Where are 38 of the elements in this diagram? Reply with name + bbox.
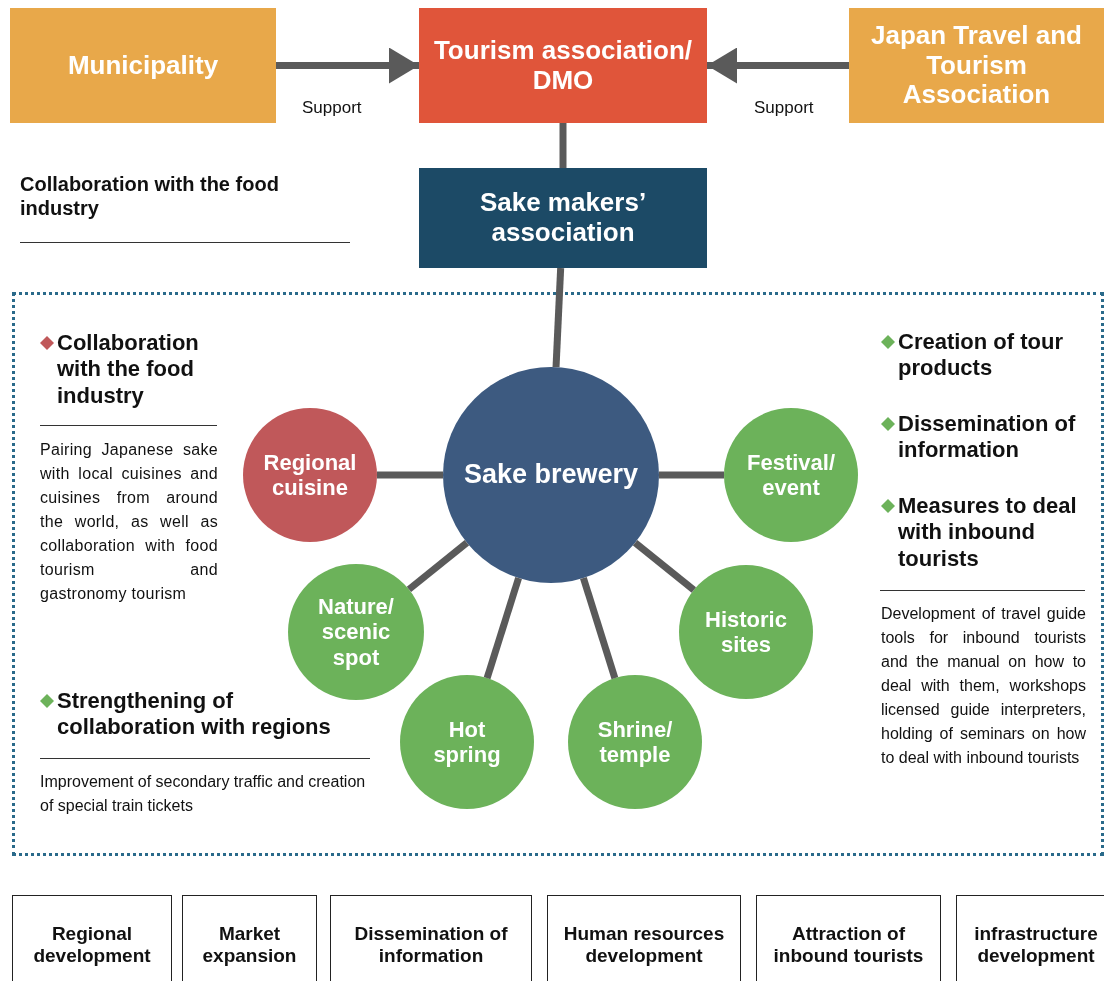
description-text: Development of travel guide tools for inbound tourists and the manual on how to deal with them, workshops licensed guide interpreters, holding of seminars on how to deal with inbound tourists: [881, 604, 1086, 768]
edge-label: Support: [300, 98, 364, 118]
connector-line: [483, 576, 522, 680]
topic-circle: Nature/ scenic spot: [288, 564, 424, 700]
connector-line: [377, 471, 443, 479]
entity-box: Tourism association/ DMO: [419, 8, 707, 123]
entity-box: Sake makers’ association: [419, 168, 707, 268]
connector-line: [559, 123, 567, 168]
category-box: Regional development: [12, 895, 172, 981]
connector-line: [632, 540, 696, 593]
description-text: Improvement of secondary traffic and creation of special train tickets: [40, 772, 367, 816]
entity-box: Municipality: [10, 8, 276, 123]
connector-line: [406, 540, 470, 593]
category-box: Human resources development: [547, 895, 741, 981]
category-box: Attraction of inbound tourists: [756, 895, 941, 981]
section-heading: Measures to deal with inbound tourists: [898, 493, 1078, 573]
entity-box: Japan Travel and Tourism Association: [849, 8, 1104, 123]
section-heading: Collaboration with the food industry: [57, 330, 200, 410]
section-heading: Collaboration with the food industry: [20, 172, 280, 220]
topic-circle: Festival/ event: [724, 408, 858, 542]
topic-circle: Historic sites: [679, 565, 813, 699]
region-frame: [12, 292, 1104, 856]
topic-circle: Shrine/ temple: [568, 675, 702, 809]
arrow: [276, 47, 419, 84]
topic-circle: Regional cuisine: [243, 408, 377, 542]
section-heading: Creation of tour products: [898, 329, 1064, 382]
connector-line: [552, 267, 565, 368]
category-box: Market expansion: [182, 895, 317, 981]
edge-label: Support: [752, 98, 816, 118]
topic-circle: Hot spring: [400, 675, 534, 809]
connector-line: [580, 576, 619, 680]
category-box: infrastructure development: [956, 895, 1104, 981]
section-heading: Dissemination of information: [898, 411, 1077, 464]
arrow: [707, 47, 849, 84]
hub-circle: Sake brewery: [443, 367, 659, 583]
description-text: Pairing Japanese sake with local cuisines and cuisines from around the world, as well as collaboration with food tourism and gastronomy tourism: [40, 440, 218, 604]
category-box: Dissemination of information: [330, 895, 532, 981]
connector-line: [659, 471, 724, 479]
